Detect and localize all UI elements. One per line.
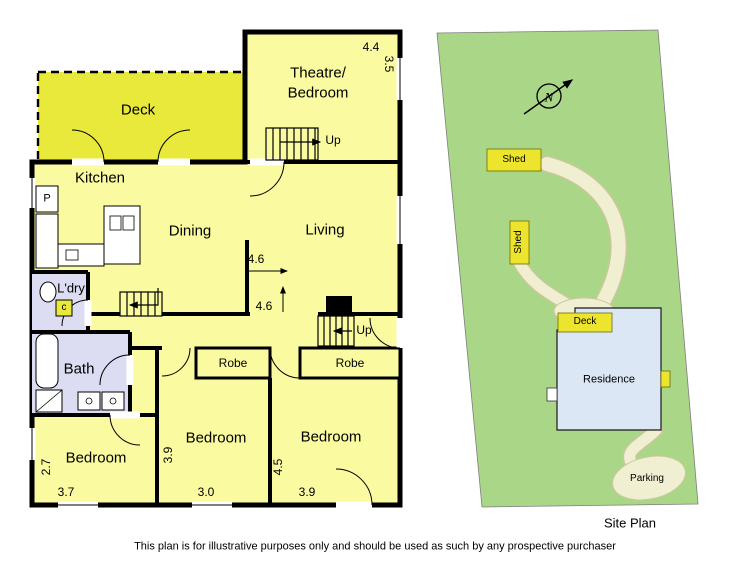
site-plan [436,29,699,508]
room-label-theatre-line1: Theatre/ [290,64,346,82]
stairs-upper-up-label: Up [325,133,341,147]
residence-label: Residence [583,373,635,386]
deck-area [36,70,247,164]
kitchen-island [103,205,141,265]
cupboard-box [55,299,73,317]
north-label: N [544,89,554,105]
shed-top-marker [486,148,542,172]
kitchen-fixtures [35,185,141,269]
dim-bedroom-right-width: 3.9 [298,485,316,499]
wall-mass [326,296,352,314]
robe-right-area [298,346,402,380]
cupboard-label: c [61,302,67,313]
shed-top-label: Shed [502,154,526,165]
room-label-deck: Deck [120,101,156,119]
stove-icon [65,249,79,261]
robe-right-label: Robe [335,356,365,370]
window-lines [31,58,401,506]
kitchen-counter-bottom [57,243,105,267]
kitchen-counter-left [35,213,59,269]
driveway-paths [512,155,686,501]
room-label-theatre-line2: Bedroom [287,84,349,102]
room-label-bedroom-middle: Bedroom [185,429,247,447]
floor-plan [28,29,404,509]
dim-bedroom-left-width: 3.7 [57,485,75,499]
stairs-lower [317,315,355,347]
dim-living-depth: 4.6 [255,299,273,313]
room-label-bedroom-right: Bedroom [300,428,362,446]
room-label-bedroom-left: Bedroom [65,449,127,467]
pantry-box [35,185,59,213]
bathtub-icon [35,333,59,389]
dim-bedroom-left-depth: 2.7 [39,458,53,476]
dim-dining-width: 4.6 [247,252,265,266]
site-steps-marker [660,370,671,388]
room-label-bath: Bath [63,360,95,378]
parking-label: Parking [630,473,664,484]
stairs-upper [265,127,322,161]
laundry-trough-icon [39,281,57,303]
dim-bedroom-middle-width: 3.0 [197,485,215,499]
north-arrow [523,79,574,115]
dimension-arrows [249,268,288,312]
site-porch-marker [546,387,558,402]
disclaimer-text: This plan is for illustrative purposes o… [134,540,616,553]
pantry-label: P [43,192,51,205]
dim-bedroom-right-depth: 4.5 [271,458,285,476]
sink-bowl-right [122,215,135,231]
bath-fixtures [35,333,125,413]
room-label-laundry: L'dry [57,280,85,296]
site-plan-title: Site Plan [603,515,657,531]
site-deck-marker [557,312,613,333]
shed-side-marker [509,220,530,265]
interior-walls [32,160,400,505]
dim-theatre-width: 4.4 [362,40,380,54]
room-label-living: Living [305,221,345,239]
parking-area [612,455,686,501]
shed-side-label: Shed [513,230,524,254]
dim-bedroom-middle-depth: 3.9 [161,446,175,464]
room-label-dining: Dining [168,222,212,240]
sink-bowl-left [109,215,122,231]
stairs-lower-up-label: Up [356,323,372,337]
room-label-kitchen: Kitchen [74,169,126,187]
robe-left-label: Robe [218,356,248,370]
site-deck-label: Deck [573,316,597,327]
dim-theatre-depth: 3.5 [382,55,396,73]
door-arcs [61,129,401,506]
robe-left-area [194,346,272,380]
stairs-small [119,288,163,317]
